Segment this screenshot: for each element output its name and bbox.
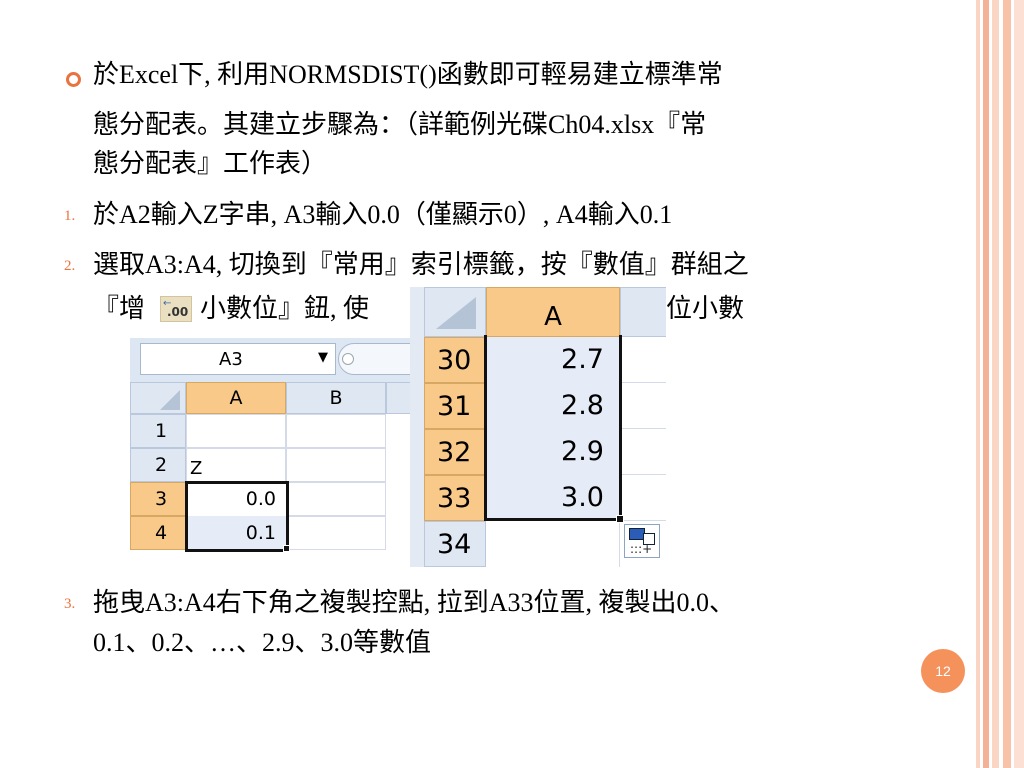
column-header-a[interactable]: A xyxy=(486,287,620,337)
row-header[interactable]: 3 xyxy=(130,482,186,516)
right-stripe-4 xyxy=(1003,0,1011,768)
cell-a33[interactable]: 3.0 xyxy=(486,475,620,521)
step-2-text-line2b: 小數位』鈕, 使 xyxy=(200,294,370,323)
step-3-number: 3. xyxy=(64,596,76,612)
step-1-number: 1. xyxy=(64,208,76,224)
step-3-text-line1: 拖曳A3:A4右下角之複製控點, 拉到A33位置, 複製出0.0、 xyxy=(93,588,736,617)
cell-a30[interactable]: 2.7 xyxy=(486,337,620,383)
right-stripe-3 xyxy=(992,0,999,768)
cell-a31[interactable]: 2.8 xyxy=(486,383,620,429)
step-2-text-line2c: 位小數 xyxy=(666,294,745,323)
bullet-icon xyxy=(66,72,81,87)
step-2-number: 2. xyxy=(64,258,76,274)
increase-decimal-icon: ← .00 xyxy=(160,296,192,322)
column-header-b[interactable]: B xyxy=(286,382,386,414)
formula-bar-resize-handle[interactable] xyxy=(338,343,412,375)
row-header[interactable]: 33 xyxy=(424,475,486,521)
cell-b4[interactable] xyxy=(286,516,386,550)
page-number-badge: 12 xyxy=(921,649,965,693)
column-header-a[interactable]: A xyxy=(186,382,286,414)
name-box[interactable]: A3 ▼ xyxy=(140,343,336,375)
selection-border xyxy=(484,335,622,521)
right-stripe-5 xyxy=(1014,0,1024,768)
select-all-triangle xyxy=(160,390,180,410)
chevron-down-icon[interactable]: ▼ xyxy=(318,350,328,365)
row-header[interactable]: 1 xyxy=(130,414,186,448)
bullet-line-1: 於Excel下, 利用NORMSDIST()函數即可輕易建立標準常 xyxy=(93,60,723,89)
select-all-triangle xyxy=(436,297,476,329)
row-header[interactable]: 34 xyxy=(424,521,486,567)
cell-b2[interactable] xyxy=(286,448,386,482)
row-header[interactable]: 2 xyxy=(130,448,186,482)
cell-a3[interactable]: 0.0 xyxy=(186,482,286,516)
row-header[interactable]: 30 xyxy=(424,337,486,383)
right-stripe-1 xyxy=(976,0,980,768)
spreadsheet-small: A3 ▼ A B 1 2 Z 3 0.0 4 0.1 xyxy=(130,338,412,552)
selection-border xyxy=(185,481,289,552)
row-header[interactable]: 31 xyxy=(424,383,486,429)
step-2-text-line2a: 『增 xyxy=(93,294,146,323)
bullet-line-2: 態分配表。其建立步驟為：（詳範例光碟Ch04.xlsx『常 xyxy=(93,110,707,139)
spreadsheet-zoomed: A 30 2.7 31 2.8 32 2.9 33 3.0 34 :::+ xyxy=(410,287,666,567)
name-box-value: A3 xyxy=(219,349,243,370)
row-header[interactable]: 4 xyxy=(130,516,186,550)
cell-a34[interactable] xyxy=(486,521,620,567)
fill-handle[interactable] xyxy=(283,545,290,552)
cell-a4[interactable]: 0.1 xyxy=(186,516,286,550)
step-3-text-line2: 0.1、0.2、…、2.9、3.0等數值 xyxy=(93,628,432,657)
step-2-text-line1: 選取A3:A4, 切換到『常用』索引標籤，按『數值』群組之 xyxy=(93,250,749,279)
cell-a32[interactable]: 2.9 xyxy=(486,429,620,475)
right-stripe-2 xyxy=(983,0,989,768)
cell-a1[interactable] xyxy=(186,414,286,448)
fill-handle[interactable] xyxy=(616,515,624,523)
auto-fill-options-icon[interactable]: :::+ xyxy=(624,524,660,558)
cell-a2[interactable]: Z xyxy=(186,448,286,482)
row-header[interactable]: 32 xyxy=(424,429,486,475)
step-1-text: 於A2輸入Z字串, A3輸入0.0（僅顯示0）, A4輸入0.1 xyxy=(93,200,673,229)
bullet-line-3: 態分配表』工作表） xyxy=(93,149,328,178)
cell-b1[interactable] xyxy=(286,414,386,448)
increase-decimal-label: .00 xyxy=(167,305,189,319)
cell-b3[interactable] xyxy=(286,482,386,516)
